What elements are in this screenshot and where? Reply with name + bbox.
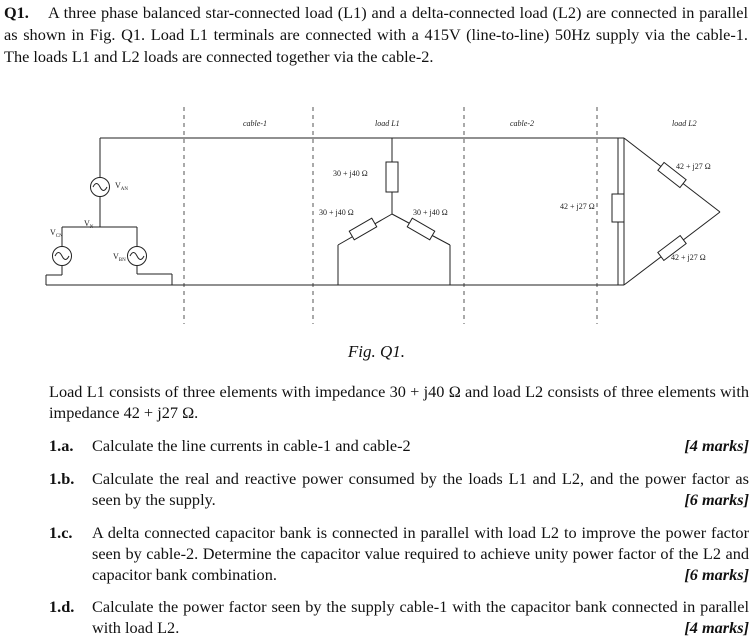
part-marks: [6 marks]	[684, 490, 749, 509]
source-van	[90, 177, 110, 197]
label-cable2: cable-2	[510, 119, 534, 128]
l2-impedance-left: 42 + j27 Ω	[560, 202, 595, 211]
l1-resistor-left	[348, 217, 378, 241]
l1-impedance-right: 30 + j40 Ω	[413, 208, 448, 217]
circuit-diagram: cable-1 load L1 cable-2 load L2 VAN VN V…	[45, 107, 721, 324]
question-number: Q1.	[4, 3, 29, 22]
label-load1: load L1	[375, 119, 400, 128]
part-1b: 1.b. Calculate the real and reactive pow…	[49, 468, 749, 510]
question-header: Q1. A three phase balanced star-connecte…	[4, 2, 748, 68]
part-text-wrap: [4 marks] Calculate the line currents in …	[92, 435, 749, 456]
figure-caption: Fig. Q1.	[347, 342, 406, 361]
part-1d: 1.d. Calculate the power factor seen by …	[49, 596, 749, 638]
source-vbn	[127, 246, 147, 266]
section-dividers	[183, 107, 598, 324]
part-1a: 1.a. [4 marks] Calculate the line current…	[49, 435, 749, 456]
label-vbn: VBN	[113, 252, 126, 263]
l2-resistor-bottom	[657, 234, 687, 262]
l2-resistor-left	[611, 193, 625, 223]
label-cable1: cable-1	[243, 119, 267, 128]
part-marks: [4 marks]	[684, 618, 749, 637]
part-1c: 1.c. A delta connected capacitor bank is…	[49, 522, 749, 585]
label-van: VAN	[115, 181, 128, 192]
label-vn: VN	[84, 219, 94, 230]
l1-impedance-left: 30 + j40 Ω	[319, 208, 354, 217]
part-marks: [4 marks]	[684, 436, 749, 455]
part-text-wrap: Calculate the real and reactive power co…	[92, 468, 749, 510]
part-text: Calculate the real and reactive power co…	[92, 469, 749, 509]
part-text-wrap: Calculate the power factor seen by the s…	[92, 596, 749, 638]
part-label: 1.b.	[49, 469, 75, 488]
part-text: Calculate the power factor seen by the s…	[92, 597, 749, 637]
l1-resistor-right	[406, 217, 436, 241]
part-label: 1.a.	[49, 436, 74, 455]
l2-impedance-top: 42 + j27 Ω	[676, 162, 711, 171]
l1-impedance-top: 30 + j40 Ω	[333, 169, 368, 178]
part-text-wrap: A delta connected capacitor bank is conn…	[92, 522, 749, 585]
question-text: A three phase balanced star-connected lo…	[4, 3, 748, 66]
source-vcn	[52, 246, 72, 266]
l1-resistor-top	[385, 161, 399, 193]
part-text: Calculate the line currents in cable-1 a…	[92, 436, 411, 455]
intro-paragraph: Load L1 consists of three elements with …	[49, 382, 749, 422]
label-vcn: VCN	[50, 228, 63, 239]
part-text: A delta connected capacitor bank is conn…	[92, 523, 749, 584]
part-label: 1.d.	[49, 597, 75, 616]
part-label: 1.c.	[49, 523, 73, 542]
l2-resistor-top	[657, 161, 687, 189]
label-load2: load L2	[672, 119, 697, 128]
l2-impedance-bottom: 42 + j27 Ω	[671, 253, 706, 262]
part-marks: [6 marks]	[684, 565, 749, 584]
